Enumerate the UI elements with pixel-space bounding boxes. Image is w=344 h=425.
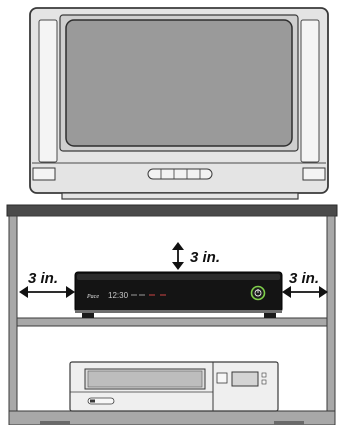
tv-right-indicator xyxy=(303,168,325,180)
tv-screen xyxy=(66,20,292,146)
tv-stand xyxy=(62,193,298,199)
cabinet-shelf xyxy=(17,318,327,326)
receiver-brand: Pace xyxy=(86,294,99,300)
vcr xyxy=(70,362,278,411)
tv-right-speaker xyxy=(301,20,319,162)
cabinet-top xyxy=(7,205,337,216)
tv-control-buttons xyxy=(148,169,212,179)
clearance-left-label: 3 in. xyxy=(28,270,58,287)
cabinet-right-side xyxy=(327,216,335,425)
tv-left-speaker xyxy=(39,20,57,162)
television xyxy=(30,8,328,199)
receiver-foot-left xyxy=(82,313,94,318)
receiver-foot-right xyxy=(264,313,276,318)
receiver-display-time: 12:30 xyxy=(108,291,129,300)
clearance-top-label: 3 in. xyxy=(190,249,220,266)
power-button-icon[interactable] xyxy=(252,287,265,300)
tv-left-indicator xyxy=(33,168,55,180)
vcr-display xyxy=(232,372,258,386)
cabinet-left-side xyxy=(9,216,17,425)
receiver: Pace 12:30 xyxy=(75,272,282,318)
clearance-right-label: 3 in. xyxy=(289,270,319,287)
